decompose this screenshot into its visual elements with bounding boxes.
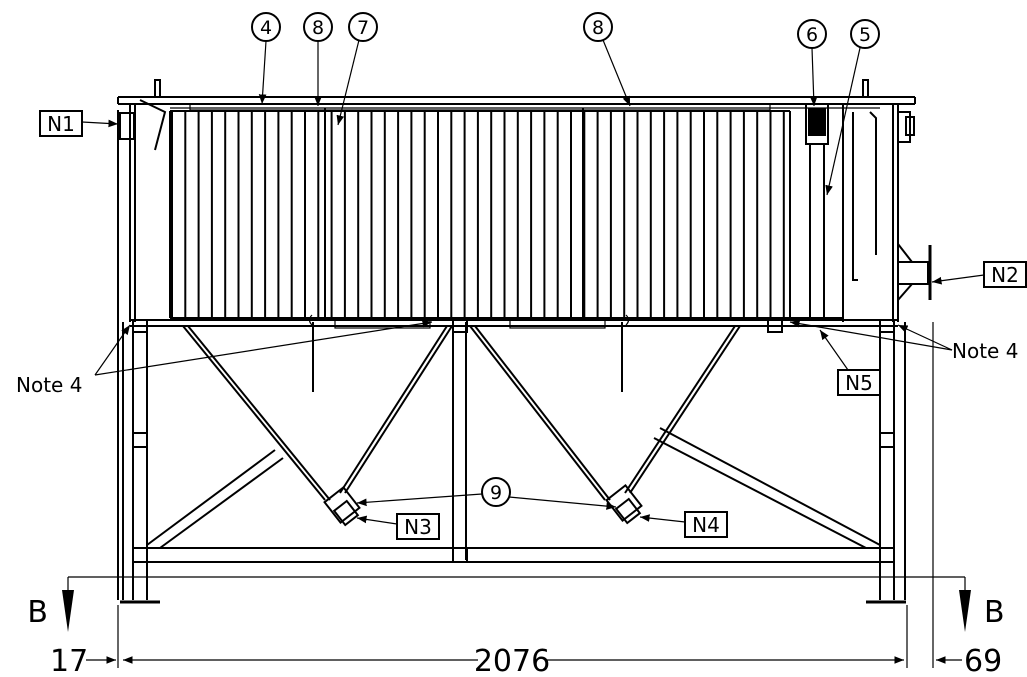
outlet-n3 [323, 485, 361, 527]
dimension-main: 2076 [474, 644, 550, 677]
balloon-8a: 8 [312, 17, 324, 39]
note-right: Note 4 [952, 339, 1018, 363]
outlet-n4 [605, 483, 643, 525]
balloon-7: 7 [357, 17, 369, 39]
note-callouts: Note 4 Note 4 [16, 319, 1018, 397]
item-balloons: 4 8 7 8 6 5 9 [251, 12, 880, 510]
dimension-left: 17 [50, 644, 88, 677]
pulse-valve [805, 103, 829, 318]
balloon-4: 4 [260, 17, 272, 39]
label-n4: N4 [692, 513, 720, 537]
roof-cover [117, 79, 916, 111]
label-n1: N1 [47, 112, 75, 136]
note-left: Note 4 [16, 373, 82, 397]
balloon-6: 6 [806, 24, 818, 46]
label-n3: N3 [404, 515, 432, 539]
dimension-right: 69 [964, 644, 1002, 677]
right-valve [897, 111, 915, 143]
filter-hangers [308, 314, 630, 392]
filter-elements [169, 108, 791, 320]
nozzle-n1 [117, 110, 135, 142]
hoppers [182, 325, 741, 527]
section-arrow-right [959, 590, 971, 632]
label-n5: N5 [845, 371, 873, 395]
balloon-9: 9 [490, 482, 502, 504]
section-arrow-left [62, 590, 74, 632]
balloon-5: 5 [859, 24, 871, 46]
nozzle-n2 [897, 243, 932, 301]
section-line-b: B B [27, 576, 1005, 632]
label-n2: N2 [991, 263, 1019, 287]
section-label-right: B [984, 595, 1005, 630]
balloon-8b: 8 [592, 17, 604, 39]
dimensions: 2076 17 69 [50, 322, 1002, 677]
nozzle-labels: N1 N2 N3 N4 N5 [39, 110, 1027, 540]
support-structure [117, 142, 906, 604]
section-label-left: B [27, 595, 48, 630]
